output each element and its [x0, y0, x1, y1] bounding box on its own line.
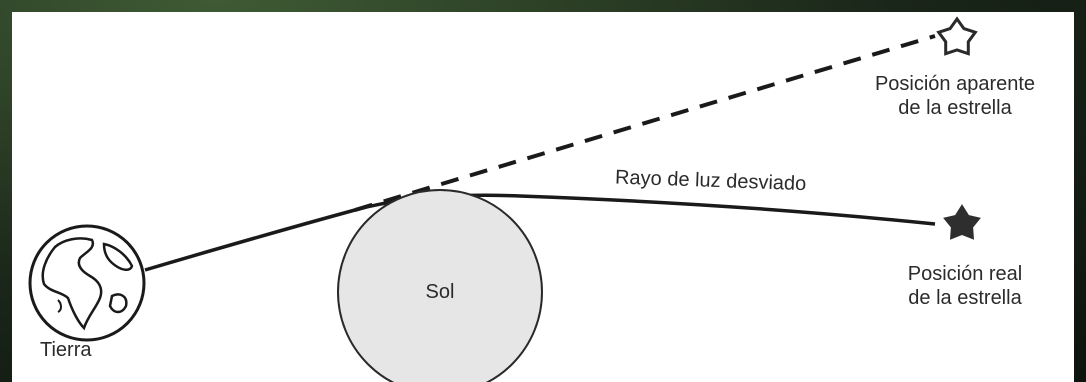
apparent-position-line-1: Posición aparente — [874, 73, 1036, 95]
apparent-line-of-sight — [354, 34, 936, 212]
real-position-label: Posición real de la estrella — [880, 262, 1050, 310]
real-position-line-2: de la estrella — [908, 287, 1022, 309]
earth-globe-icon — [28, 224, 146, 342]
bent-light-ray — [144, 193, 936, 272]
earth-label: Tierra — [40, 339, 92, 361]
sun-circle — [337, 189, 543, 382]
apparent-position-label: Posición aparente de la estrella — [850, 72, 1060, 120]
outlined-star-icon — [936, 16, 978, 56]
filled-star-icon — [943, 204, 981, 240]
sun-label: Sol — [425, 281, 455, 303]
real-position-line-1: Posición real — [907, 263, 1023, 285]
apparent-position-line-2: de la estrella — [898, 97, 1012, 119]
